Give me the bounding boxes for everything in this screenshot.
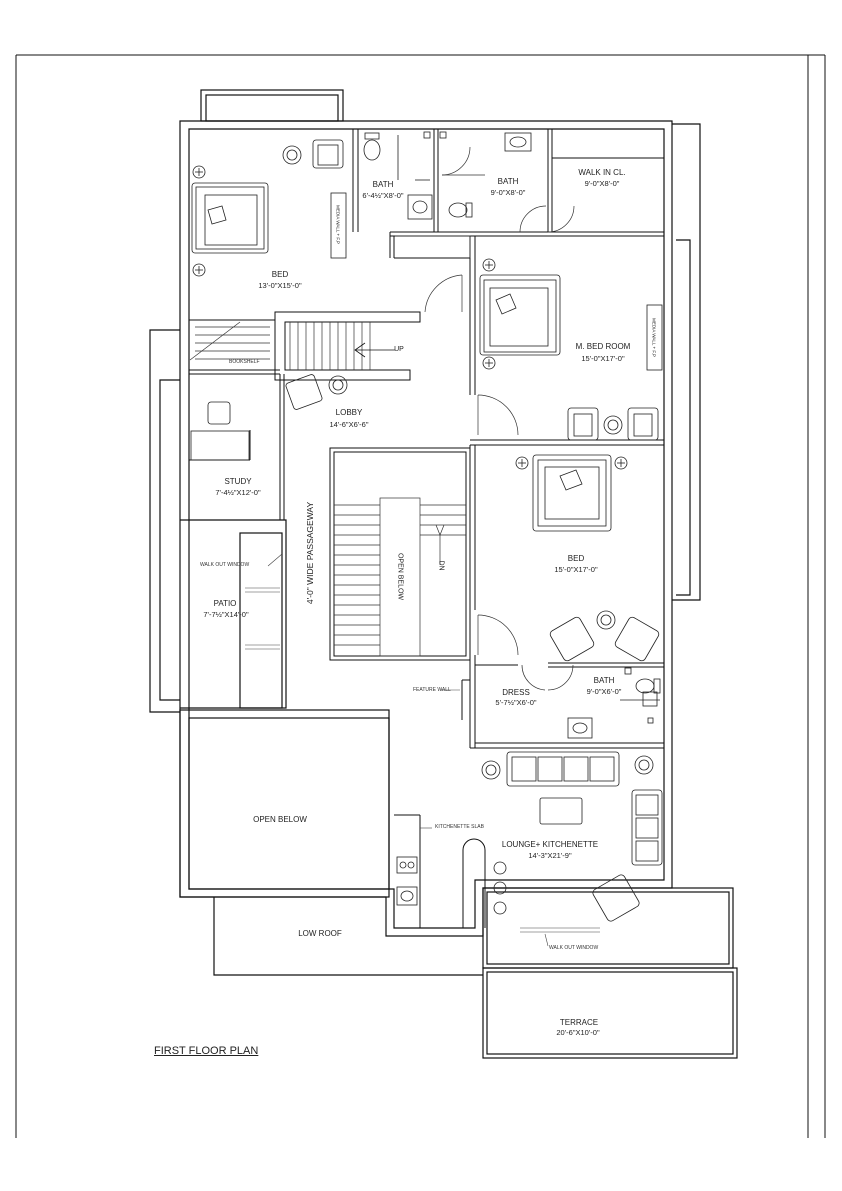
room-name-walkin: WALK IN CL. <box>578 168 626 177</box>
open-below-left-label: OPEN BELOW <box>253 815 307 824</box>
up-arrow <box>354 342 395 358</box>
room-dim-terrace: 20'-6"X10'-0" <box>556 1028 600 1037</box>
room-dim-bath2: 9'-0"X8'-0" <box>490 188 526 197</box>
kitchenette-slab-label: KITCHENETTE SLAB <box>435 824 484 830</box>
passageway-label: 4'-0" WIDE PASSAGEWAY <box>305 501 315 605</box>
room-name-dress: DRESS <box>502 688 530 697</box>
room-name-bath2: BATH <box>497 177 519 186</box>
room-dim-master: 15'-0"X17'-0" <box>581 354 625 363</box>
sheet-border <box>15 54 826 1138</box>
bookshelf-label: BOOKSHELF <box>229 359 260 365</box>
low-roof-label: LOW ROOF <box>298 929 342 938</box>
room-dim-study: 7'-4½"X12'-0" <box>215 488 261 497</box>
lobby-study-furniture <box>190 374 348 461</box>
bed1-furniture <box>191 139 347 277</box>
plan-title: FIRST FLOOR PLAN <box>154 1045 259 1057</box>
stair-upper-treads <box>189 321 371 370</box>
room-name-study: STUDY <box>224 477 252 486</box>
stair-lower-treads <box>334 497 466 657</box>
room-dim-bed1: 13'-0"X15'-0" <box>258 281 302 290</box>
exterior-walls <box>149 89 738 1059</box>
master-furniture <box>479 258 663 441</box>
bath-fixtures <box>363 131 661 739</box>
lounge-furniture <box>396 751 663 922</box>
media-wall-label-1: MEDIA WALL + F.P <box>335 205 341 244</box>
room-name-bed3: BED <box>567 554 585 563</box>
dn-label: DN <box>437 560 445 571</box>
room-dim-walkin: 9'-0"X8'-0" <box>584 179 620 188</box>
room-name-bath3: BATH <box>593 676 615 685</box>
media-wall-label-2: MEDIA WALL + F.P <box>651 318 657 357</box>
room-name-bath1: BATH <box>372 180 394 189</box>
walk-out-window-label-1: WALK OUT WINDOW <box>200 562 250 568</box>
walk-out-window-label-2: WALK OUT WINDOW <box>549 945 599 951</box>
windows <box>245 553 600 947</box>
door-swings <box>395 146 575 691</box>
bed3-furniture <box>515 454 660 662</box>
room-dim-bath1: 6'-4½"X8'-0" <box>362 191 404 200</box>
feature-wall-label: FEATURE WALL <box>413 687 451 693</box>
room-dim-bed3: 15'-0"X17'-0" <box>554 565 598 574</box>
room-dim-patio: 7'-7½"X14'-0" <box>203 610 249 619</box>
room-dim-bath3: 9'-0"X6'-0" <box>586 687 622 696</box>
room-name-lobby: LOBBY <box>335 408 363 417</box>
room-name-terrace: TERRACE <box>559 1018 599 1027</box>
room-name-patio: PATIO <box>213 599 237 608</box>
room-name-lounge: LOUNGE+ KITCHENETTE <box>501 840 599 849</box>
room-name-bed1: BED <box>271 270 289 279</box>
room-dim-dress: 5'-7½"X6'-0" <box>495 698 537 707</box>
up-label: UP <box>394 346 404 353</box>
room-dim-lobby: 14'-6"X6'-6" <box>329 420 369 429</box>
room-name-master: M. BED ROOM <box>575 342 631 351</box>
room-dim-lounge: 14'-3"X21'-9" <box>528 851 572 860</box>
open-below-stair-label: OPEN BELOW <box>396 552 404 601</box>
